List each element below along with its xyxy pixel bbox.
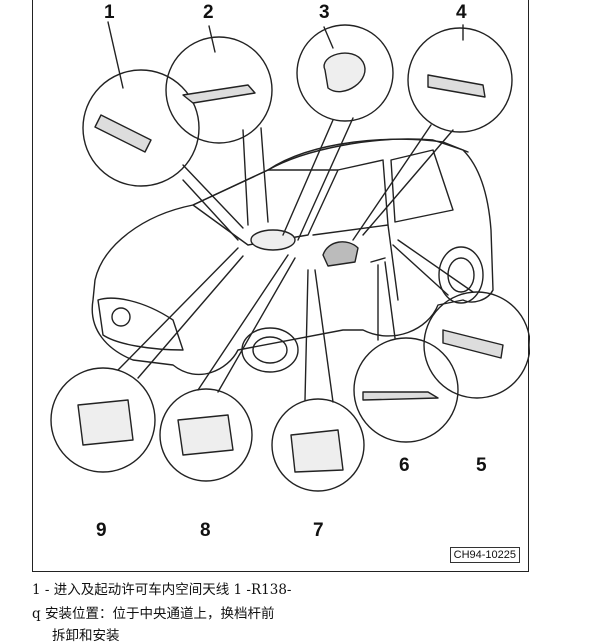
callout-3: 3 [319, 2, 330, 23]
callout-6: 6 [399, 455, 410, 476]
caption-line-2: q 安装位置：位于中央通道上，换档杆前 [32, 602, 274, 622]
detail-bubble-6 [353, 337, 459, 443]
detail-bubble-2 [165, 36, 273, 144]
vw-logo [111, 307, 131, 327]
caption-text: 安装位置：位于中央通道上，换档杆前 [44, 606, 275, 622]
callout-5: 5 [476, 455, 487, 476]
caption-line-3: 拆卸和安装 [52, 624, 120, 644]
callout-7: 7 [313, 520, 324, 541]
roof [267, 138, 469, 171]
car-body-outline [91, 138, 494, 376]
grille [97, 297, 184, 351]
detail-bubble-7 [271, 398, 365, 492]
side-mirror [322, 241, 359, 267]
detail-bubble-3 [296, 24, 394, 122]
detail-bubble-1 [82, 69, 200, 187]
callout-1: 1 [104, 2, 115, 23]
callout-4: 4 [456, 2, 467, 23]
detail-bubble-9 [50, 367, 156, 473]
caption-text: 进入及起动许可车内空间天线 1 -R138- [53, 582, 292, 598]
detail-bubble-5 [423, 291, 530, 399]
detail-bubble-4 [407, 27, 513, 133]
windshield [192, 169, 339, 246]
detail-bubble-8 [159, 388, 253, 482]
caption-line-1: 1 - 进入及起动许可车内空间天线 1 -R138- [32, 578, 291, 598]
caption-prefix: q [32, 606, 41, 622]
callout-9: 9 [96, 520, 107, 541]
vehicle-component-illustration [50, 21, 530, 492]
callout-2: 2 [203, 2, 214, 23]
figure-code: CH94-10225 [449, 547, 520, 563]
caption-prefix: 1 - [32, 582, 50, 598]
caption-text: 拆卸和安装 [52, 628, 120, 644]
callout-8: 8 [200, 520, 211, 541]
rear-wheel [438, 246, 484, 304]
figure-frame: 1 2 3 4 5 6 7 8 9 CH94-10225 [32, 0, 530, 572]
